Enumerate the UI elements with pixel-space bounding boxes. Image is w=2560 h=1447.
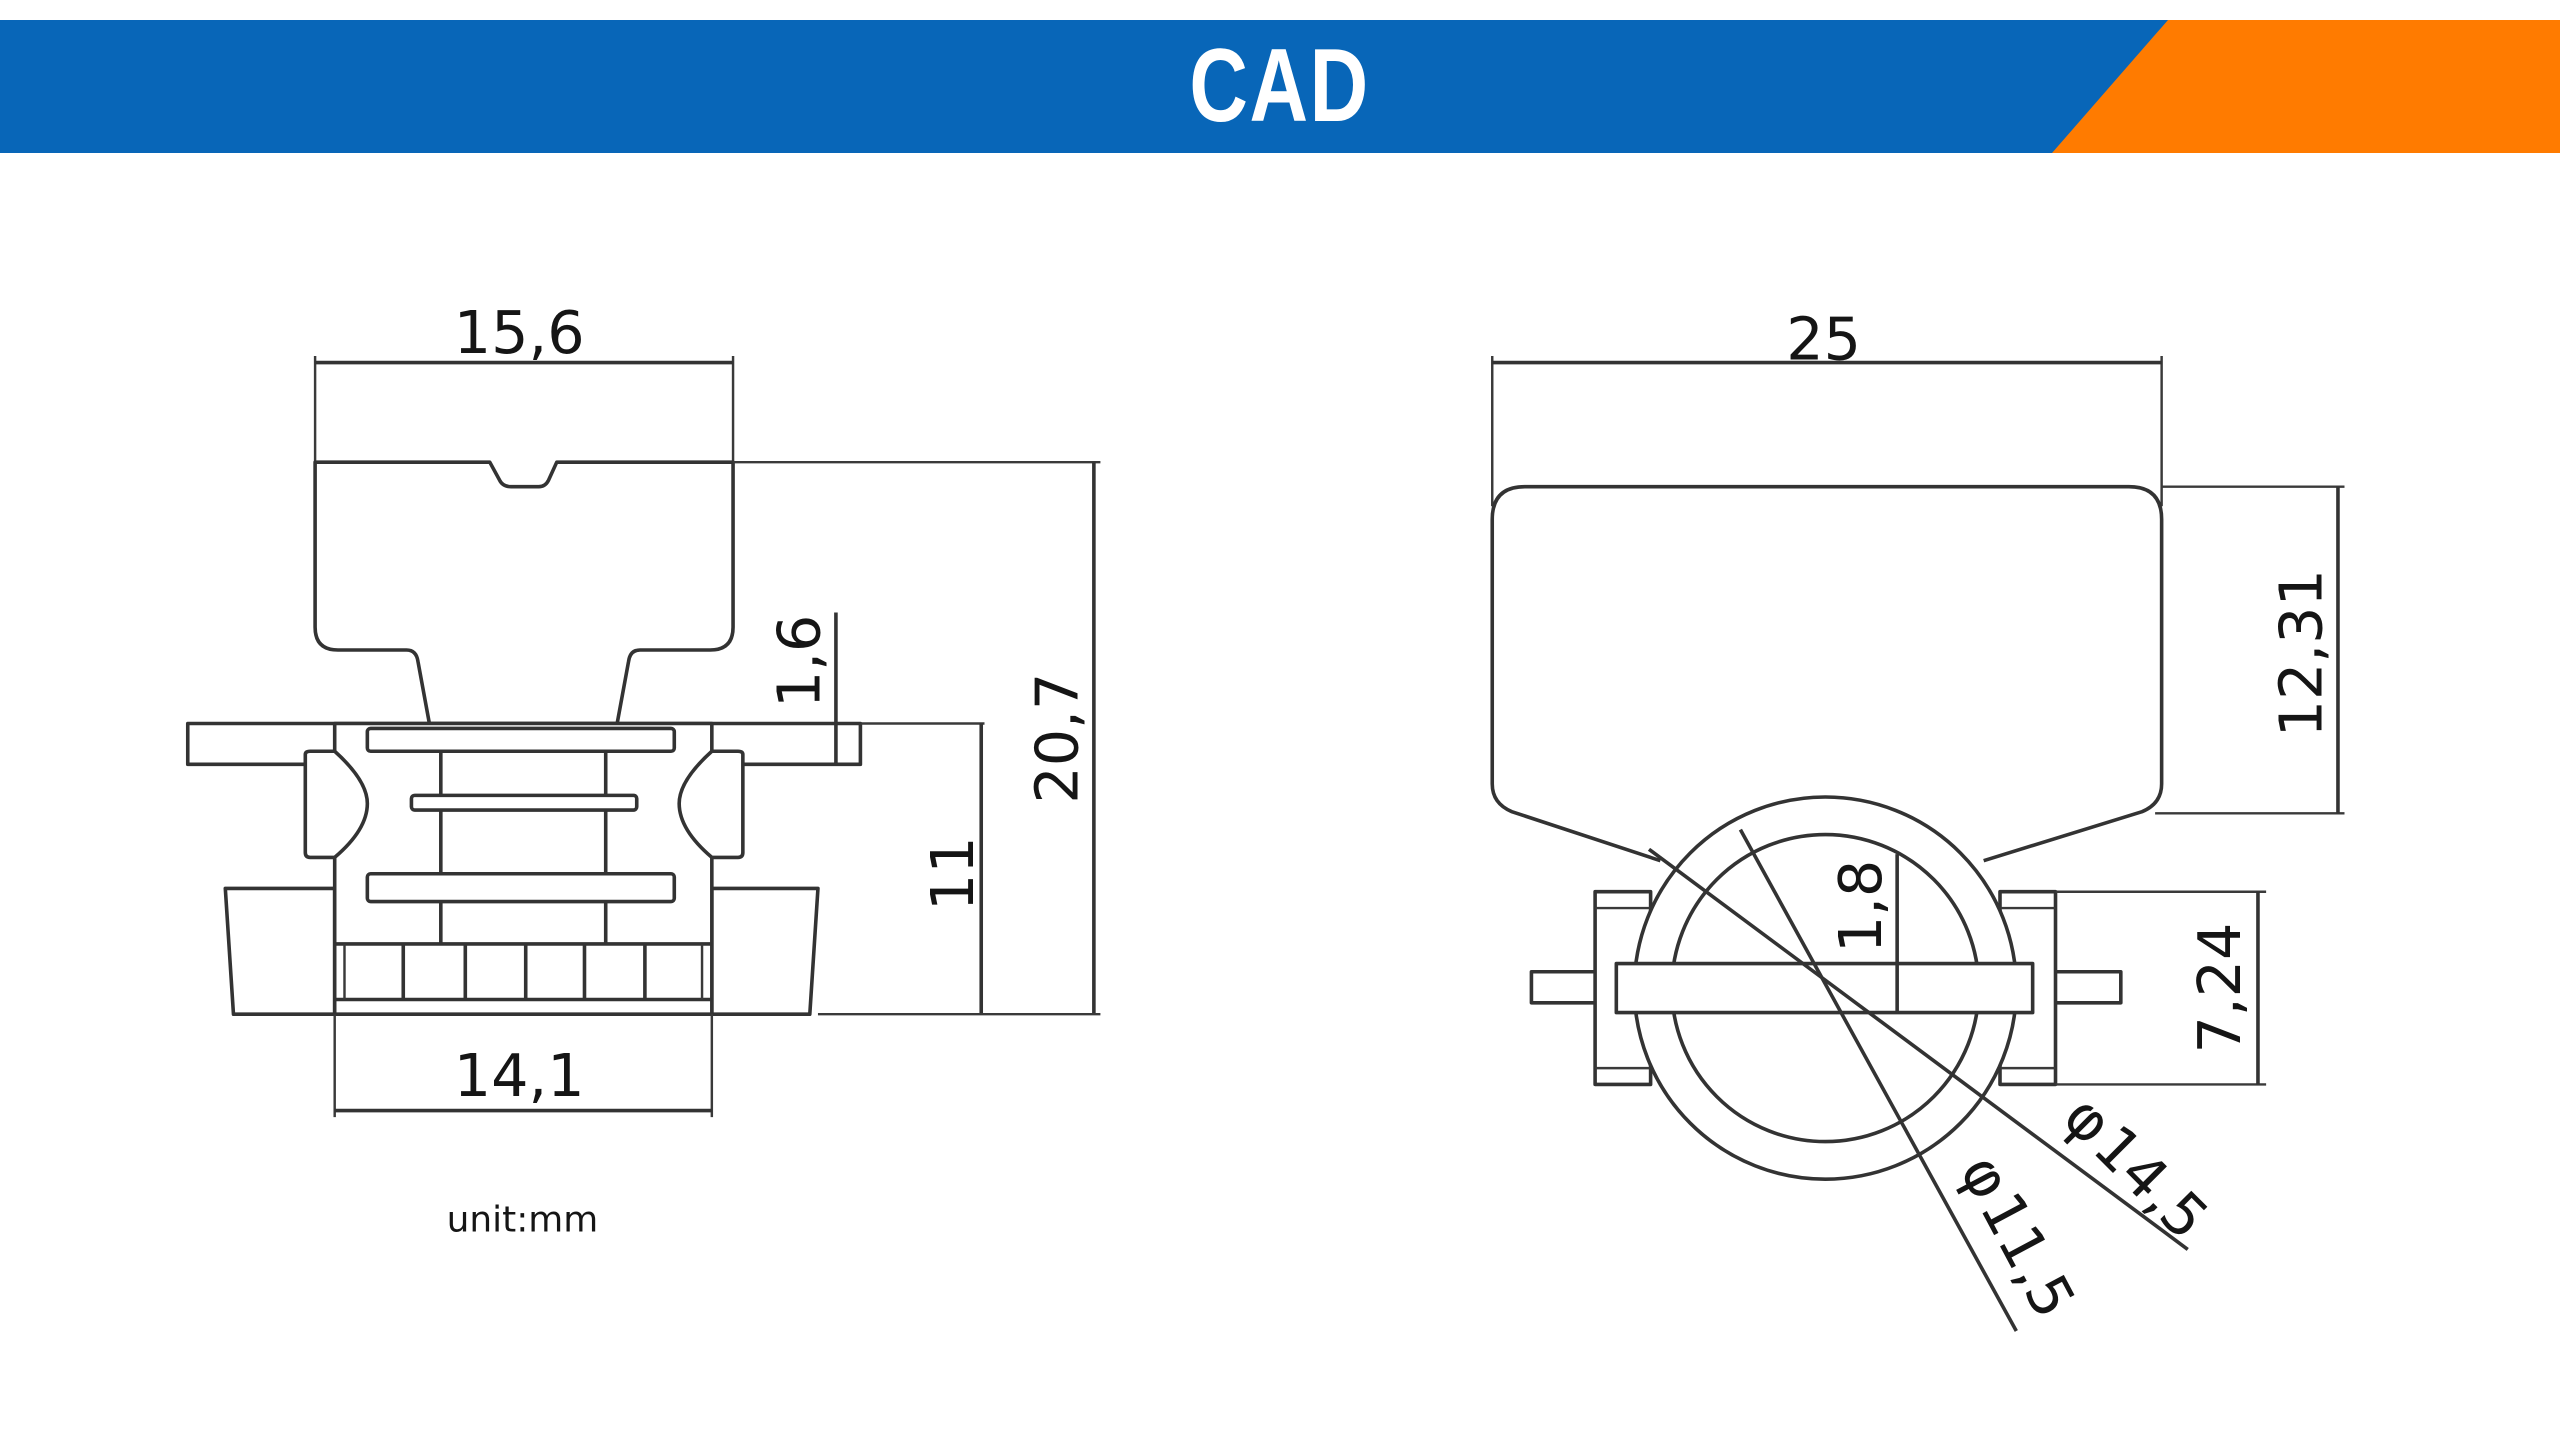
dim-label-11: 11 [918, 836, 987, 911]
pin-left [1529, 969, 1599, 1005]
side-pad-right [677, 749, 745, 860]
dim-tag-width-front: 15,6 [313, 298, 735, 463]
dim-label-7-24: 7,24 [2185, 923, 2254, 1054]
inner-bar-middle [409, 793, 639, 812]
dim-tag-width-side: 25 [1491, 304, 2163, 507]
dim-label-25: 25 [1786, 304, 1861, 373]
unit-note: unit:mm [447, 1199, 599, 1240]
banner-title: CAD [1189, 28, 1370, 144]
dim-label-12-31: 12,31 [2267, 569, 2336, 737]
tag-outline-front [313, 460, 735, 726]
dim-side-body-height: 7,24 [2055, 890, 2267, 1086]
side-pad-left [303, 749, 370, 860]
dim-label-20-7: 20,7 [1023, 673, 1092, 804]
side-view: 25 12,31 7,24 [1490, 304, 2345, 1332]
dim-label-15-6: 15,6 [454, 298, 585, 367]
cad-banner: CAD [0, 20, 2560, 153]
tag-outline-side [1490, 484, 2164, 863]
banner-orange-accent [2052, 20, 2560, 153]
dim-label-14-1: 14,1 [454, 1041, 585, 1110]
dim-tag-height: 12,31 [2155, 485, 2345, 815]
dim-flange-thickness: 1,6 [765, 612, 985, 765]
banner-background [0, 20, 2560, 153]
dim-total-height: 20,7 [817, 462, 1101, 1016]
center-bar [1614, 961, 2035, 1015]
inner-bar-bottom [365, 871, 677, 904]
leader-line [1738, 828, 2018, 1332]
dim-label-1-8: 1,8 [1826, 860, 1895, 953]
pin-right [2052, 969, 2123, 1005]
inner-bar-top [365, 726, 677, 754]
base-right [710, 886, 820, 1017]
body-front [332, 721, 714, 1017]
dim-bar-thickness: 1,8 [1826, 854, 1899, 1013]
teeth-row [334, 942, 712, 1002]
front-view: 15,6 [185, 298, 1101, 1240]
dim-label-1-6: 1,6 [765, 615, 834, 708]
dim-base-width: 14,1 [333, 1014, 714, 1118]
leader-line [1647, 847, 2189, 1251]
dim-label-11-5: 11,5 [1967, 1181, 2089, 1329]
dim-body-height: 11 [918, 723, 987, 1015]
base-left [223, 886, 337, 1017]
